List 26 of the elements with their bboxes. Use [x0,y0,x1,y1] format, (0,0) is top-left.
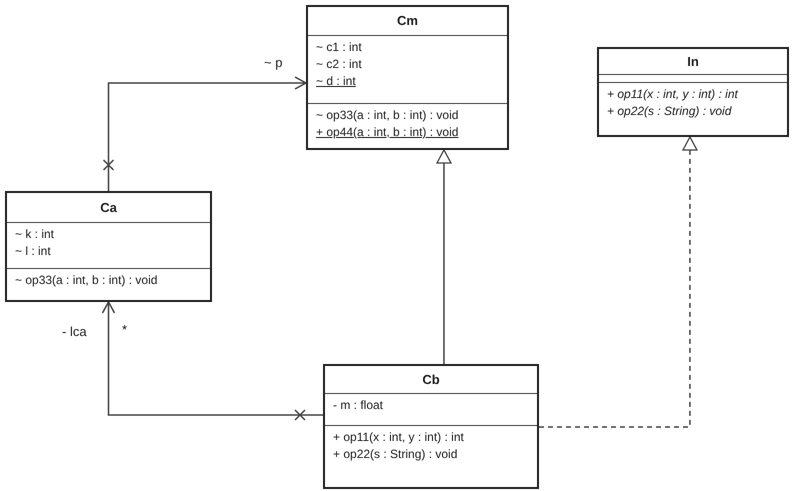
operation-text: ~ op33(a : int, b : int) : void [315,107,460,124]
operation-text: + op22(s : String) : void [606,103,733,120]
class-box [5,191,212,302]
attribute-text: ~ l : int [14,243,52,260]
class-box [323,364,539,489]
class-box [597,47,789,137]
class-box [306,5,509,150]
operation-text: + op11(x : int, y : int) : int [332,429,465,446]
attribute-text: - m : float [332,397,384,414]
attribute-text: ~ c1 : int [315,39,363,56]
operation-text: + op11(x : int, y : int) : int [606,86,740,103]
realization-arrow [539,136,698,428]
class-name: Ca [100,198,117,217]
operation-text: + op44(a : int, b : int) : void [315,124,460,141]
association-arrow [102,76,307,191]
operation-text: ~ op33(a : int, b : int) : void [14,272,158,289]
multiplicity-label: * [122,321,128,339]
class-name: In [687,52,699,71]
class-name: Cm [397,12,418,30]
attribute-text: ~ d : int [315,73,357,90]
class-name: Cb [422,370,440,389]
association-arrow [102,301,323,421]
operation-text: + op22(s : String) : void [332,446,458,463]
attribute-text: ~ c2 : int [315,56,363,73]
attribute-text: ~ k : int [14,226,56,243]
generalization-arrow [436,149,452,364]
